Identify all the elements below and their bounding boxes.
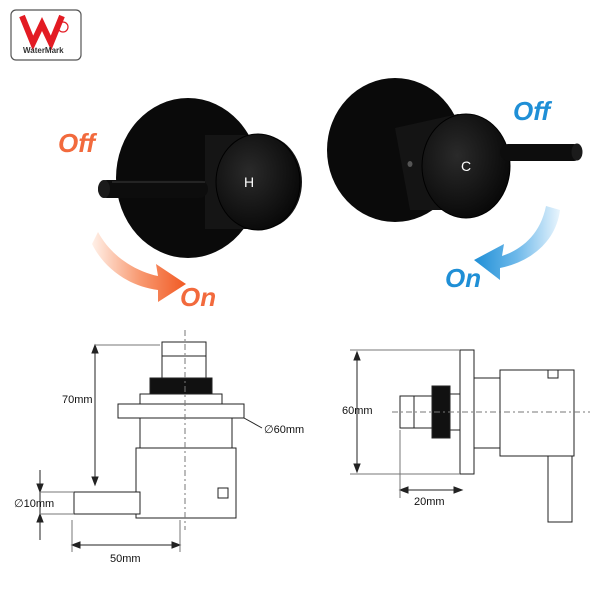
hot-tap-letter: H bbox=[244, 174, 255, 190]
flange-height-label: 60mm bbox=[342, 405, 373, 417]
watermark-logo-text: WaterMark bbox=[23, 46, 64, 55]
flange-diameter-label: ∅60mm bbox=[264, 424, 305, 436]
handle-diameter-label: ∅10mm bbox=[14, 498, 55, 510]
depth-dimension-label: 20mm bbox=[414, 496, 445, 508]
handle-length-label: 50mm bbox=[110, 553, 141, 565]
watermark-w-icon bbox=[19, 14, 65, 51]
side-dimension-drawing bbox=[350, 349, 590, 523]
cold-on-label: On bbox=[445, 263, 482, 293]
cold-turn-arrow-icon bbox=[474, 206, 560, 280]
hot-turn-arrow-icon bbox=[92, 232, 186, 302]
watermark-logo bbox=[10, 9, 82, 61]
hot-off-label: Off bbox=[58, 128, 96, 158]
front-dimension-drawing bbox=[36, 330, 263, 552]
cold-tap-letter: C bbox=[461, 158, 472, 174]
hot-on-label: On bbox=[180, 282, 217, 312]
cold-tap-illustration bbox=[327, 78, 583, 222]
cold-off-label: Off bbox=[513, 96, 551, 126]
hot-tap-illustration bbox=[98, 98, 302, 258]
height-dimension-label: 70mm bbox=[62, 394, 93, 406]
